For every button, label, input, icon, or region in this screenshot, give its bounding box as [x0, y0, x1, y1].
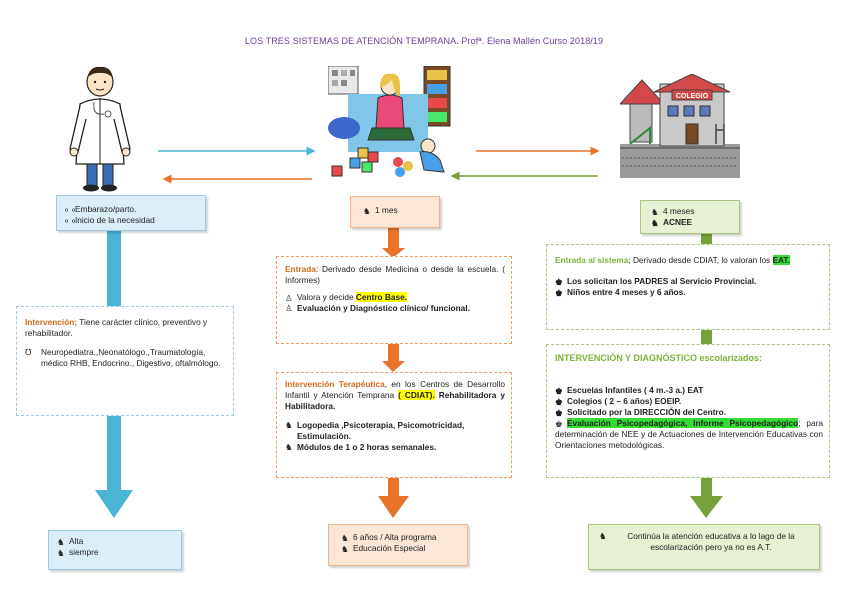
child-icon: ♞ — [341, 533, 349, 543]
school-illustration: COLEGIO — [620, 74, 740, 178]
col1-intervention-heading: Intervención; — [25, 317, 78, 327]
col3-intervention-heading: INTERVENCIÓN Y DIAGNÓSTICO escolarizados… — [555, 353, 763, 363]
pregnancy-icon: ⚬⚬ — [63, 215, 77, 226]
school-sign: COLEGIO — [676, 93, 709, 100]
col2-entry-box: Entrada: Derivado desde Medicina o desde… — [276, 256, 512, 344]
col1-start-line-1: ⚬⚬Embarazo/parto. — [63, 204, 137, 215]
col1-start-line-2: ⚬⚬Inicio de la necesidad — [63, 214, 155, 226]
col1-end-box: ♞Alta ♞siempre — [48, 530, 182, 570]
parents-icon: ♚ — [555, 287, 563, 298]
child-icon: ♞ — [57, 537, 65, 547]
child-icon: ♞ — [599, 531, 607, 541]
col2-arrowhead — [378, 496, 409, 518]
doctor-illustration — [69, 66, 131, 192]
cdiat-highlight: ( CDIAT). — [398, 389, 435, 400]
col2-end-box: ♞6 años / Alta programa ♞Educación Espec… — [328, 524, 468, 566]
col1-connector-bottom — [107, 414, 121, 492]
parents-icon: ♚ — [555, 396, 563, 407]
col2-intervention-heading: Intervención Terapéutica — [285, 379, 385, 389]
eat-highlight: EAT. — [772, 255, 790, 265]
child-icon: ♞ — [651, 207, 659, 217]
col2-connector-2 — [388, 343, 399, 363]
col1-intervention-text: Tiene carácter clínico, preventivo y reh… — [25, 317, 208, 338]
col1-specialists: ℧ Neuropediatra.,Neonatólogo.,Traumatolo… — [25, 347, 227, 369]
child-icon: ♞ — [341, 543, 349, 554]
col3-start-box: ♞4 meses ♞ACNEE — [640, 200, 740, 234]
centro-base-highlight: Centro Base. — [355, 291, 408, 302]
col3-connector-1 — [701, 228, 712, 244]
col2-intervention-box: Intervención Terapéutica, en los Centros… — [276, 372, 512, 478]
child-icon: ♞ — [651, 217, 659, 228]
col3-entry-heading: Entrada al sistema — [555, 255, 629, 265]
col3-connector-3 — [701, 478, 712, 498]
col2-start-box: ♞1 mes — [350, 196, 440, 228]
col1-connector-top — [107, 227, 121, 309]
child-icon: ♞ — [285, 441, 293, 452]
person-icon: ♙ — [285, 292, 293, 303]
parents-icon: ♚ — [555, 276, 563, 287]
col2-entry-text: : Derivado desde Medicina o desde la esc… — [285, 264, 505, 285]
col1-start-box: ⚬⚬Embarazo/parto. ⚬⚬Inicio de la necesid… — [56, 195, 206, 231]
col2-connector-3 — [388, 478, 399, 498]
col2-therapies-line: ♞ Logopedia ,Psicoterapia, Psicomotricid… — [285, 419, 465, 441]
col1-arrowhead — [95, 490, 133, 518]
col1-specialists-list: Neuropediatra.,Neonatólogo.,Traumatologí… — [41, 346, 221, 368]
col3-arrowhead — [690, 496, 723, 518]
pregnancy-icon: ⚬⚬ — [63, 205, 77, 215]
parents-icon: ♚ — [555, 385, 563, 396]
col2-evaluation-line: ♙ Evaluación y Diagnóstico clínico/ func… — [285, 302, 470, 313]
page-title: LOS TRES SISTEMAS DE ATENCIÓN TEMPRANA. … — [244, 36, 604, 46]
col2-connector-1 — [388, 228, 399, 250]
col2-modules-line: ♞ Módulos de 1 o 2 horas semanales. — [285, 441, 437, 452]
col3-entry-box: Entrada al sistema; Derivado desde CDIAT… — [546, 244, 830, 330]
child-icon: ♞ — [285, 419, 293, 430]
stethoscope-icon: ℧ — [25, 346, 32, 357]
col3-intervention-box: INTERVENCIÓN Y DIAGNÓSTICO escolarizados… — [546, 344, 830, 478]
child-icon: ♞ — [57, 547, 65, 558]
classroom-illustration — [328, 66, 451, 177]
parents-icon: ♚ — [555, 418, 563, 429]
child-icon: ♞ — [363, 206, 371, 216]
parents-icon: ♚ — [555, 407, 563, 418]
person-icon: ♙ — [285, 302, 293, 313]
evaluation-highlight: Evaluación Psicopedagógica, Informe Psic… — [567, 417, 799, 428]
col3-connector-2 — [701, 328, 712, 344]
col3-end-box: ♞ Continúa la atención educativa a lo la… — [588, 524, 820, 570]
col1-intervention-box: Intervención; Tiene carácter clínico, pr… — [16, 306, 234, 416]
col2-entry-heading: Entrada — [285, 264, 316, 274]
